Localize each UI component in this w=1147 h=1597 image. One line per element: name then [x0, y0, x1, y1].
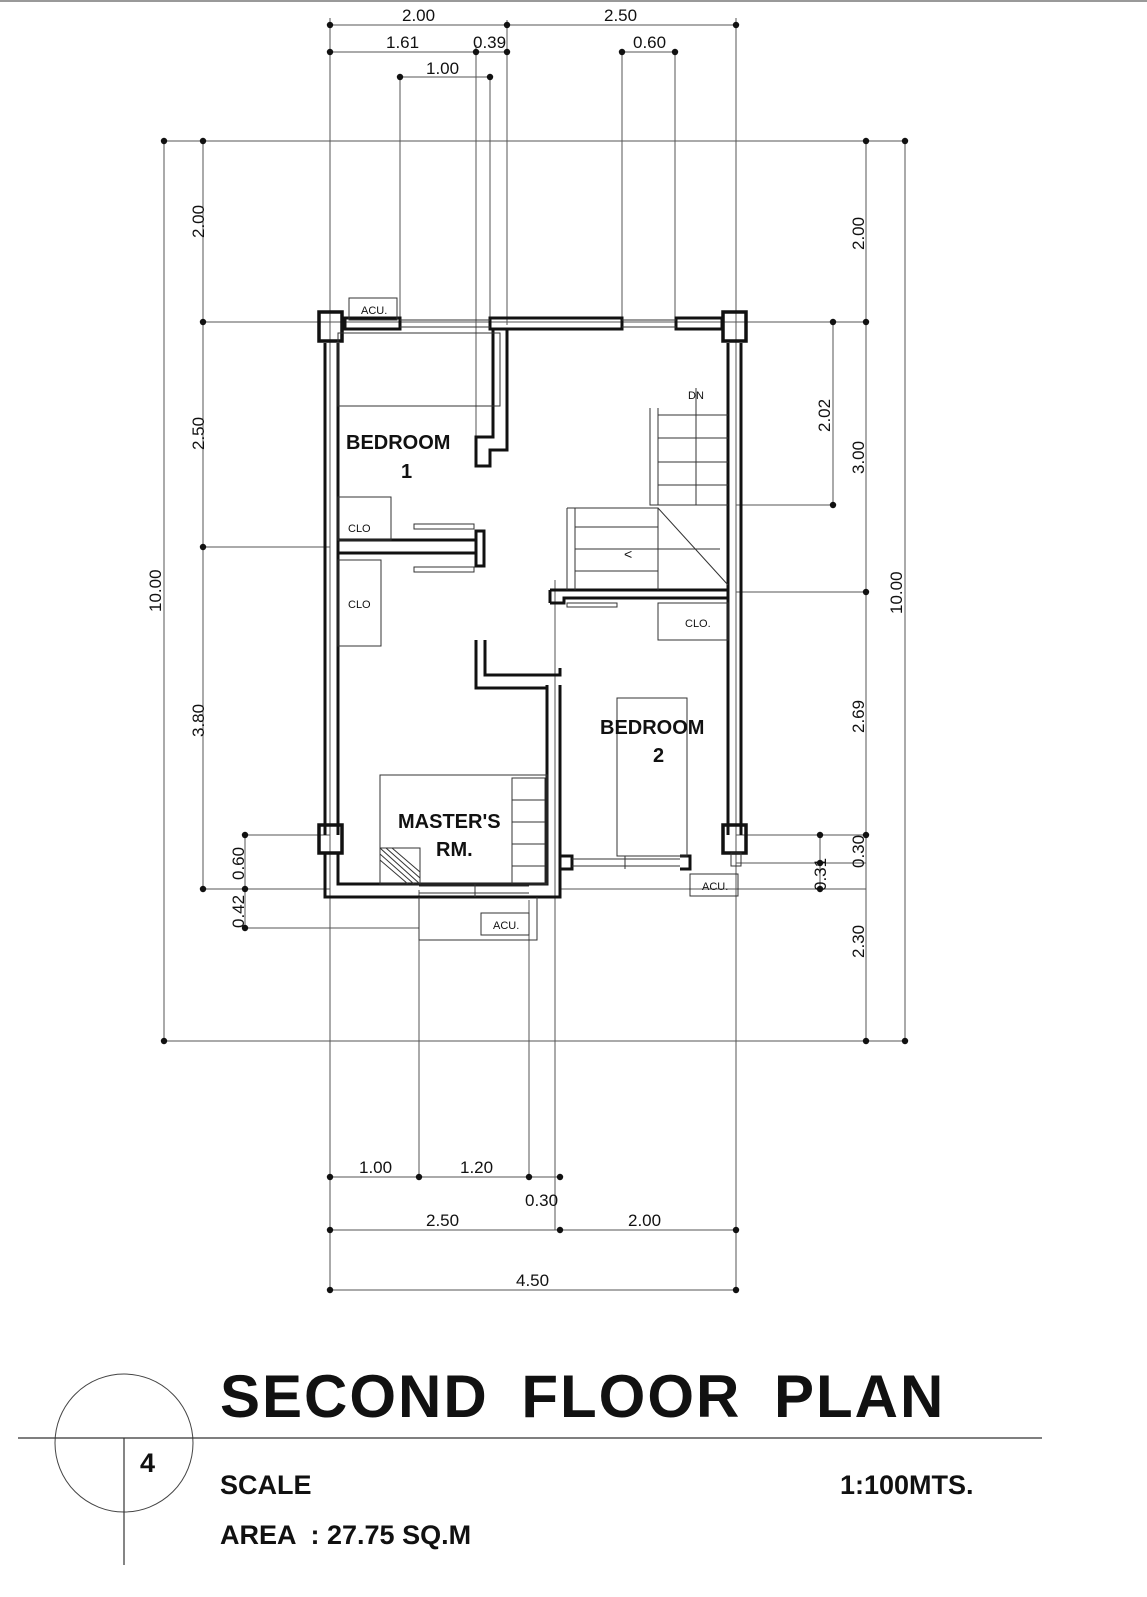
- dim-right-3.00: 3.00: [849, 441, 868, 474]
- fixture-labels: ACU. ACU. ACU. CLO CLO CLO. DN <: [348, 305, 728, 932]
- bed-bedroom2: [616, 697, 688, 857]
- balcony: [418, 897, 538, 941]
- clo-label-3: CLO.: [685, 618, 711, 630]
- room-label-bedroom2-num: 2: [653, 745, 664, 767]
- room-labels: BEDROOM 1 BEDROOM 2 MASTER'S RM.: [346, 432, 704, 861]
- closet-bedroom1: [337, 496, 392, 541]
- closet-bedroom2: [657, 602, 729, 641]
- drawing-title: SECOND FLOOR PLAN: [220, 1363, 946, 1430]
- walls: [323, 316, 743, 899]
- dim-top-2.00: 2.00: [402, 6, 435, 25]
- dim-left-10.00: 10.00: [146, 569, 165, 612]
- dim-left-3.80: 3.80: [189, 704, 208, 737]
- dim-right-10.00: 10.00: [887, 571, 906, 614]
- dim-left-2.00: 2.00: [189, 205, 208, 238]
- drawing-number: 4: [140, 1448, 156, 1478]
- dim-bottom-0.30: 0.30: [525, 1191, 558, 1210]
- room-label-bedroom2: BEDROOM: [600, 717, 704, 739]
- dim-top-1.00: 1.00: [426, 59, 459, 78]
- room-label-bedroom1: BEDROOM: [346, 432, 450, 454]
- area-label: AREA : 27.75 SQ.M: [220, 1520, 472, 1550]
- dim-left-2.50: 2.50: [189, 417, 208, 450]
- gridlines: [164, 18, 903, 1290]
- acu-box-2: [480, 912, 530, 936]
- dim-left-0.42: 0.42: [229, 895, 248, 928]
- room-label-master-rm: RM.: [436, 839, 473, 861]
- acu-box-1: [348, 297, 398, 321]
- dim-bottom-1.20: 1.20: [460, 1158, 493, 1177]
- clo-label-1: CLO: [348, 523, 371, 535]
- dim-top-1.61: 1.61: [386, 33, 419, 52]
- dim-bottom-2.00: 2.00: [628, 1211, 661, 1230]
- dim-top-2.50: 2.50: [604, 6, 637, 25]
- stair-arrow-icon: <: [624, 546, 632, 562]
- scale-label: SCALE: [220, 1470, 312, 1500]
- dim-left-0.60: 0.60: [229, 847, 248, 880]
- windows: [400, 319, 680, 897]
- dim-right-2.69: 2.69: [849, 700, 868, 733]
- dim-top-0.39: 0.39: [473, 33, 506, 52]
- dimension-text: 2.00 2.50 1.61 0.39 0.60 1.00 2.00 2.50 …: [146, 6, 906, 1290]
- furniture: [337, 297, 739, 941]
- dimension-lines: [163, 24, 906, 1291]
- stair: [566, 388, 729, 590]
- dim-right-2.30: 2.30: [849, 925, 868, 958]
- room-label-bedroom1-num: 1: [401, 461, 412, 483]
- room-label-master: MASTER'S: [398, 811, 501, 833]
- columns: [317, 310, 748, 867]
- dim-bottom-1.00: 1.00: [359, 1158, 392, 1177]
- title-block-graphics: [18, 1373, 1042, 1565]
- dimension-dots: [160, 21, 909, 1294]
- acu-label-2: ACU.: [493, 920, 519, 932]
- stair-dn-label: DN: [688, 390, 704, 402]
- closet-master: [337, 559, 382, 647]
- dim-right-0.30: 0.30: [849, 835, 868, 868]
- scale-value: 1:100MTS.: [840, 1470, 974, 1500]
- bed-master: [379, 774, 548, 885]
- dim-right-0.31: 0.31: [811, 858, 830, 891]
- acu-label-1: ACU.: [361, 305, 387, 317]
- acu-box-3: [689, 873, 739, 897]
- dim-bottom-4.50: 4.50: [516, 1271, 549, 1290]
- dim-top-0.60: 0.60: [633, 33, 666, 52]
- clo-label-2: CLO: [348, 599, 371, 611]
- dim-right-2.02: 2.02: [815, 399, 834, 432]
- dim-bottom-2.50: 2.50: [426, 1211, 459, 1230]
- acu-label-3: ACU.: [702, 881, 728, 893]
- dim-right-2.00: 2.00: [849, 217, 868, 250]
